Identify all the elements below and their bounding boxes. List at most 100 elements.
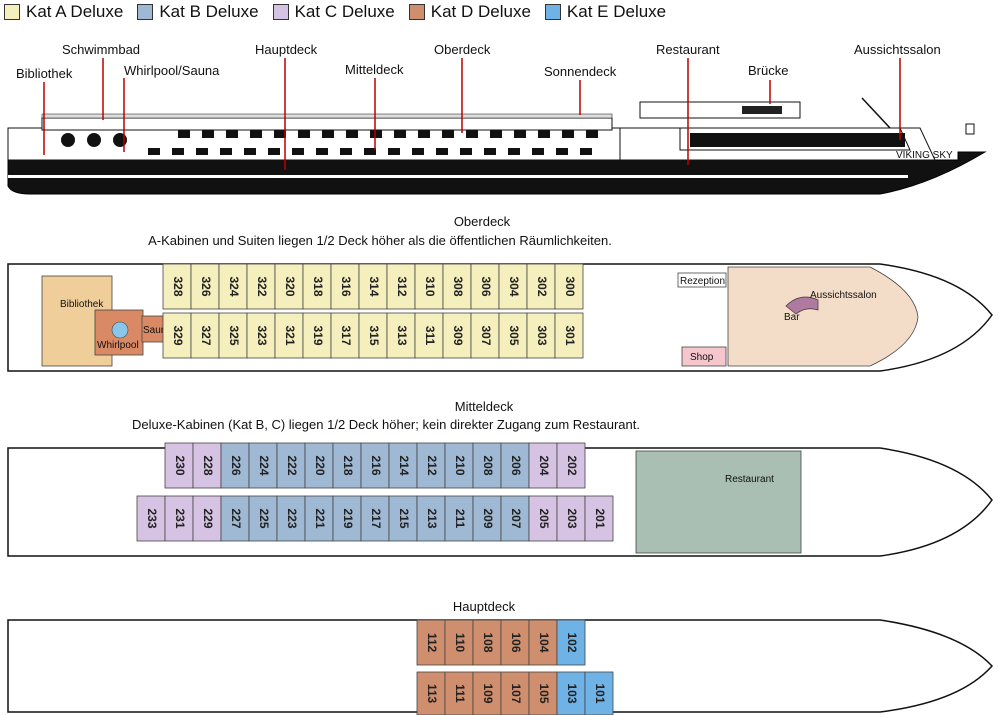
cabin-106[interactable] <box>500 619 530 666</box>
cabin-110[interactable] <box>444 619 474 666</box>
cabin-103[interactable] <box>556 671 586 715</box>
cabin-207[interactable] <box>500 495 530 542</box>
cabin-113[interactable] <box>416 671 446 715</box>
legend-swatch <box>4 4 20 20</box>
cabin-number: 226 <box>229 455 243 475</box>
cabin-319[interactable] <box>302 312 332 359</box>
cabin-221[interactable] <box>304 495 334 542</box>
cabin-310[interactable] <box>414 263 444 310</box>
cabin-311[interactable] <box>414 312 444 359</box>
cabin-304[interactable] <box>498 263 528 310</box>
cabin-104[interactable] <box>528 619 558 666</box>
cabin-number: 314 <box>367 276 381 296</box>
cabin-222[interactable] <box>276 442 306 489</box>
cabin-number: 201 <box>593 508 607 528</box>
cabin-233[interactable] <box>136 495 166 542</box>
cabin-number: 202 <box>565 455 579 475</box>
cabin-313[interactable] <box>386 312 416 359</box>
cabin-number: 310 <box>423 276 437 296</box>
cabin-220[interactable] <box>304 442 334 489</box>
cabin-205[interactable] <box>528 495 558 542</box>
cabin-203[interactable] <box>556 495 586 542</box>
cabin-number: 211 <box>453 509 467 529</box>
cabin-314[interactable] <box>358 263 388 310</box>
cabin-number: 222 <box>285 455 299 475</box>
cabin-306[interactable] <box>470 263 500 310</box>
cabin-111[interactable] <box>444 671 474 715</box>
cabin-number: 218 <box>341 455 355 475</box>
cabin-231[interactable] <box>164 495 194 542</box>
cabin-328[interactable] <box>162 263 192 310</box>
cabin-number: 104 <box>537 632 551 652</box>
cabin-223[interactable] <box>276 495 306 542</box>
cabin-211[interactable] <box>444 495 474 542</box>
cabin-number: 230 <box>173 455 187 475</box>
cabin-228[interactable] <box>192 442 222 489</box>
cabin-320[interactable] <box>274 263 304 310</box>
cabin-219[interactable] <box>332 495 362 542</box>
cabin-102[interactable] <box>556 619 586 666</box>
cabin-number: 321 <box>283 325 297 345</box>
cabin-number: 223 <box>285 508 299 528</box>
cabin-218[interactable] <box>332 442 362 489</box>
cabin-230[interactable] <box>164 442 194 489</box>
cabin-209[interactable] <box>472 495 502 542</box>
cabin-215[interactable] <box>388 495 418 542</box>
legend-label: Kat A Deluxe <box>26 2 124 21</box>
cabin-number: 304 <box>507 276 521 296</box>
cabin-301[interactable] <box>554 312 584 359</box>
oberdeck-plan: Oberdeck A-Kabinen und Suiten liegen 1/2… <box>7 214 993 372</box>
legend-item-kat-e: Kat E Deluxe <box>544 2 666 22</box>
cabin-325[interactable] <box>218 312 248 359</box>
legend-swatch <box>544 4 561 20</box>
cabin-327[interactable] <box>190 312 220 359</box>
cabin-number: 107 <box>509 683 523 703</box>
cabin-number: 301 <box>563 325 577 345</box>
cabin-number: 221 <box>313 508 327 528</box>
cabin-308[interactable] <box>442 263 472 310</box>
cabin-208[interactable] <box>472 442 502 489</box>
cabin-number: 312 <box>395 276 409 296</box>
cabin-number: 112 <box>425 633 439 653</box>
legend-item-kat-b: Kat B Deluxe <box>137 2 259 22</box>
cabin-109[interactable] <box>472 671 502 715</box>
callout-schwimmbad: Schwimmbad <box>62 42 140 57</box>
cabin-number: 227 <box>229 508 243 528</box>
aussichtssalon-window <box>690 133 905 147</box>
cabin-317[interactable] <box>330 312 360 359</box>
cabin-229[interactable] <box>192 495 222 542</box>
cabin-202[interactable] <box>556 442 586 489</box>
cabin-214[interactable] <box>388 442 418 489</box>
cabin-204[interactable] <box>528 442 558 489</box>
legend-label: Kat D Deluxe <box>430 2 531 21</box>
cabin-309[interactable] <box>442 312 472 359</box>
cabin-224[interactable] <box>248 442 278 489</box>
callout-hauptdeck: Hauptdeck <box>255 42 318 57</box>
cabin-number: 233 <box>145 508 159 528</box>
cabin-312[interactable] <box>386 263 416 310</box>
room-restaurant: Restaurant <box>725 474 774 485</box>
cabin-305[interactable] <box>498 312 528 359</box>
cabin-112[interactable] <box>416 619 446 666</box>
callout-oberdeck: Oberdeck <box>434 42 491 57</box>
cabin-307[interactable] <box>470 312 500 359</box>
cabin-201[interactable] <box>584 495 614 542</box>
cabin-101[interactable] <box>584 671 614 715</box>
cabin-213[interactable] <box>416 495 446 542</box>
cabin-217[interactable] <box>360 495 390 542</box>
cabin-322[interactable] <box>246 263 276 310</box>
cabin-number: 109 <box>481 683 495 703</box>
cabin-303[interactable] <box>526 312 556 359</box>
cabin-number: 224 <box>257 455 271 475</box>
cabin-316[interactable] <box>330 263 360 310</box>
cabin-number: 317 <box>339 325 353 345</box>
cabin-number: 303 <box>535 325 549 345</box>
cabin-number: 308 <box>451 276 465 296</box>
callout-mitteldeck: Mitteldeck <box>345 62 404 77</box>
cabin-300[interactable] <box>554 263 584 310</box>
cabin-107[interactable] <box>500 671 530 715</box>
cabin-302[interactable] <box>526 263 556 310</box>
cabin-318[interactable] <box>302 263 332 310</box>
cabin-number: 103 <box>565 683 579 703</box>
